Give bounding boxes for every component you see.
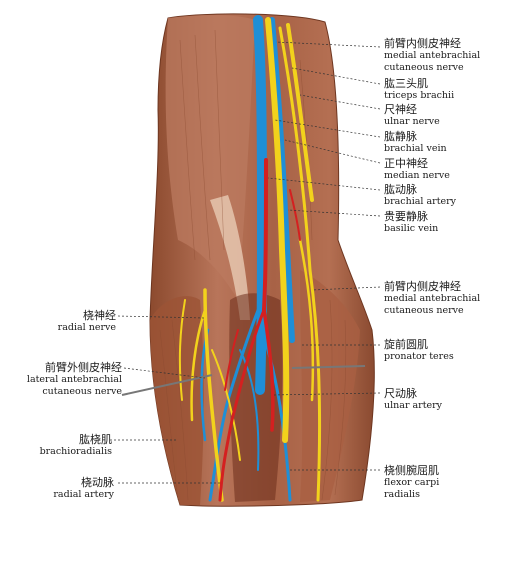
tendon-band (210, 195, 250, 320)
label-en: brachial vein (384, 143, 447, 154)
label-brachial-vein: 肱静脉 brachial vein (384, 131, 447, 155)
label-zh: 前臂内侧皮神经 (384, 37, 461, 50)
mabc-nerve-path (278, 26, 322, 502)
label-brachioradialis: 肱桡肌 brachioradialis (40, 434, 112, 458)
label-zh: 旋前圆肌 (384, 338, 428, 351)
radial-nerve-path (203, 288, 224, 502)
label-labc: 前臂外侧皮神经 lateral antebrachial cutaneous n… (27, 362, 122, 398)
label-en: cutaneous nerve (42, 386, 122, 397)
label-ulnar-nerve: 尺神经 ulnar nerve (384, 104, 440, 128)
label-radial-nerve: 桡神经 radial nerve (58, 310, 116, 334)
label-en: flexor carpi (384, 477, 440, 488)
leader-lines-left (110, 315, 222, 484)
label-en: medial antebrachial (384, 50, 481, 61)
label-fcr: 桡侧腕屈肌 flexor carpi radialis (384, 465, 439, 501)
leader-lines-right (267, 41, 381, 471)
label-en: basilic vein (384, 223, 439, 234)
label-ulnar-artery: 尺动脉 ulnar artery (384, 388, 442, 412)
median-nerve-path (265, 17, 290, 443)
label-en: brachial artery (384, 196, 457, 207)
label-zh: 肱桡肌 (79, 433, 112, 446)
label-brachial-artery: 肱动脉 brachial artery (384, 184, 456, 208)
brachial-vein-path (253, 15, 267, 395)
label-mabc-lower: 前臂内侧皮神经 medial antebrachial cutaneous ne… (384, 281, 480, 317)
label-en: lateral antebrachial (26, 374, 122, 385)
label-en: ulnar nerve (384, 116, 440, 127)
label-en: medial antebrachial (384, 293, 481, 304)
probe-right (291, 365, 366, 369)
label-zh: 前臂内侧皮神经 (384, 280, 461, 293)
label-zh: 尺神经 (384, 103, 417, 116)
label-median-nerve: 正中神经 median nerve (384, 158, 450, 182)
muscle-fibers (159, 29, 347, 501)
brachioradialis-mass (150, 296, 204, 505)
label-en: radialis (384, 489, 420, 500)
label-mabc-upper: 前臂内侧皮神经 medial antebrachial cutaneous ne… (384, 38, 480, 74)
label-zh: 肱静脉 (384, 130, 417, 143)
label-en: brachioradialis (39, 446, 112, 457)
label-zh: 前臂外侧皮神经 (45, 361, 122, 374)
label-en: median nerve (384, 170, 450, 181)
ulnar-artery-path (262, 308, 275, 432)
label-pronator-teres: 旋前圆肌 pronator teres (384, 339, 454, 363)
basilic-vein-path (269, 17, 295, 343)
label-en: cutaneous nerve (384, 305, 464, 316)
arteries (218, 158, 301, 502)
label-basilic-vein: 贵要静脉 basilic vein (384, 211, 438, 235)
label-zh: 肱三头肌 (384, 77, 428, 90)
brachial-artery-path (262, 158, 268, 312)
radial-artery-path (218, 308, 266, 502)
probe-left (121, 374, 213, 396)
label-en: triceps brachii (384, 90, 455, 101)
nerves (178, 17, 322, 502)
ulnar-nerve-path (286, 23, 314, 202)
label-triceps: 肱三头肌 triceps brachii (384, 78, 454, 102)
label-en: ulnar artery (384, 400, 443, 411)
label-en: radial artery (53, 489, 114, 500)
label-zh: 桡神经 (83, 309, 116, 322)
label-zh: 尺动脉 (384, 387, 417, 400)
label-en: pronator teres (384, 351, 454, 362)
label-zh: 桡动脉 (81, 476, 114, 489)
label-radial-artery: 桡动脉 radial artery (53, 477, 114, 501)
label-zh: 贵要静脉 (384, 210, 428, 223)
label-zh: 桡侧腕屈肌 (384, 464, 439, 477)
label-en: radial nerve (57, 322, 116, 333)
label-en: cutaneous nerve (384, 62, 464, 73)
label-zh: 肱动脉 (384, 183, 417, 196)
label-zh: 正中神经 (384, 157, 428, 170)
